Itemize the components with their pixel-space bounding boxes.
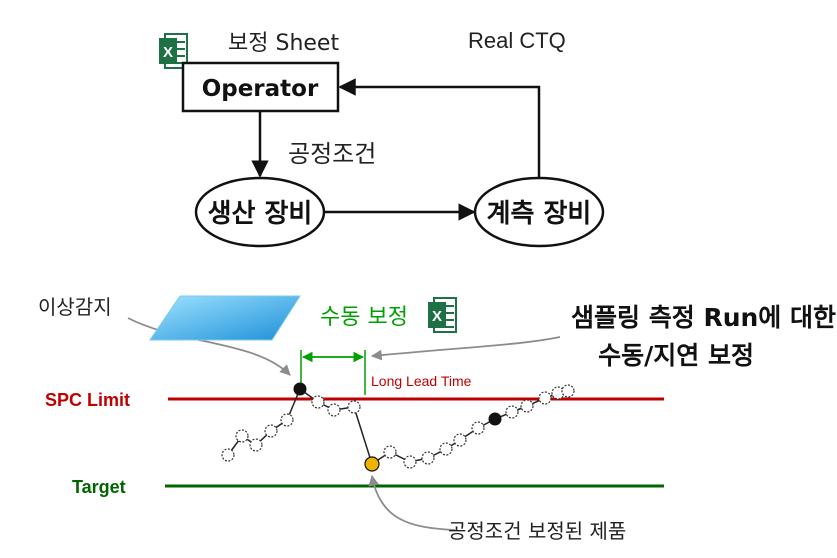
corrected-product-label: 공정조건 보정된 제품 [448,519,626,543]
sampling-data-shape [149,295,301,341]
sample-point [505,405,519,419]
sample-point [311,395,325,409]
sample-point [249,438,263,452]
sample-point [439,442,453,456]
measurement-trend [221,382,575,472]
measured-point [293,382,307,396]
long-lead-time-label: Long Lead Time [371,373,472,389]
sample-point [561,384,575,398]
measurement-equipment-label: 계측 장비 [487,199,592,229]
spc-limit-label: SPC Limit [45,390,130,410]
anomaly-pointer [127,317,291,376]
excel-icon: X [159,33,188,69]
target-label: Target [72,477,126,497]
production-equipment-label: 생산 장비 [208,199,313,229]
sample-point [471,421,485,435]
callout-line-2: 수동/지연 보정 [598,341,754,370]
anomaly-label: 이상감지 [38,295,112,319]
measured-point [488,412,502,426]
sample-point [264,424,278,438]
sample-point [551,386,565,400]
sample-point [235,429,249,443]
manual-correction-label: 수동 보정 [320,305,408,330]
sample-point [347,400,361,414]
sample-point [383,445,397,459]
operator-box [181,61,340,113]
sample-point [421,451,435,465]
sample-point [453,433,467,447]
trend-line [227,387,569,466]
sample-point [520,399,534,413]
corrected-product-pointer [368,474,456,531]
sample-point [538,391,552,405]
svg-text:X: X [432,308,442,325]
sample-point [280,413,294,427]
callout-line-1: 샘플링 측정 Run에 대한 [571,303,836,332]
sample-point [221,448,235,462]
sheet-label: 보정 Sheet [228,31,339,56]
corrected-point [364,456,380,472]
process-condition-label: 공정조건 [288,140,376,168]
operator-label: Operator [202,76,319,102]
sample-point [327,403,341,417]
excel-icon: X [428,297,457,333]
callout-pointer [370,336,561,361]
real-ctq-label: Real CTQ [468,28,566,53]
sample-point [403,455,417,469]
feedback-arrow [338,78,541,178]
svg-text:X: X [163,44,173,61]
